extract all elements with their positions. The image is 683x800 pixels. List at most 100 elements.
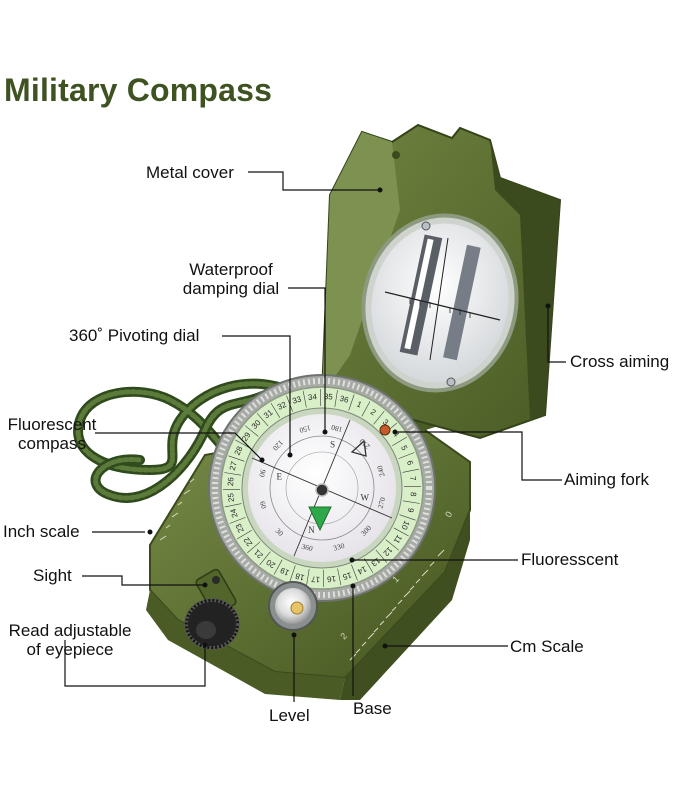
dial-cardinal-n: N — [308, 525, 315, 535]
dial-outer-tick — [402, 500, 420, 504]
dial-inner-number: 60 — [258, 500, 269, 510]
dial-inner-number: 240 — [375, 464, 387, 478]
eyepiece — [184, 598, 240, 650]
aiming-fork-screw — [379, 424, 391, 436]
dial-outer-tick — [385, 539, 400, 551]
dial-outer-number: 18 — [294, 571, 305, 582]
dial-outer-tick — [236, 529, 252, 540]
dial-outer-tick — [399, 514, 416, 521]
label-eyepiece-line1: Read adjustable — [8, 621, 132, 640]
dial-outer-tick — [351, 564, 358, 581]
dial-outer-tick — [348, 394, 355, 411]
dial-outer-number: 5 — [399, 444, 409, 452]
dial-outer-number: 34 — [308, 392, 318, 402]
dial-outer-number: 24 — [228, 507, 239, 519]
dial-inner-number: 30 — [274, 526, 286, 538]
dial-outer-tick — [392, 436, 408, 447]
dial-outer-tick — [306, 568, 310, 586]
label-fluorescent-compass-line2: compass — [17, 434, 87, 453]
dial-outer-tick — [302, 390, 307, 408]
leader-lines — [64, 171, 566, 702]
dial-outer-tick — [289, 565, 296, 582]
label-eyepiece: Read adjustable of eyepiece — [0, 621, 140, 659]
dial-outer-tick — [228, 455, 245, 462]
dial-inner-number: 270 — [376, 496, 388, 509]
label-waterproof-line1: Waterproof — [189, 260, 273, 279]
aiming-triangle — [350, 439, 367, 457]
dial-outer-number: 23 — [234, 522, 246, 534]
dial-outer-number: 3 — [381, 417, 391, 427]
dial-outer-tick — [244, 425, 259, 437]
label-waterproof-damping-dial: Waterproof damping dial — [174, 260, 288, 298]
lanyard-cord — [73, 378, 305, 503]
dial-cardinal-w: W — [360, 493, 369, 503]
label-metal-cover: Metal cover — [146, 163, 234, 182]
dial-outer-tick — [259, 551, 271, 566]
dial-outer-number: 35 — [324, 392, 334, 402]
dial-outer-number: 6 — [405, 459, 415, 466]
level-bubble — [268, 581, 318, 631]
dial-outer-number: 14 — [356, 564, 368, 576]
dial-outer-tick — [256, 413, 269, 427]
cross-aiming-window — [361, 213, 519, 393]
label-cross-aiming: Cross aiming — [570, 352, 670, 371]
dial-outer-tick — [363, 558, 374, 574]
dial-outer-number: 16 — [326, 574, 336, 584]
label-level: Level — [269, 706, 310, 725]
label-eyepiece-line2: of eyepiece — [26, 640, 114, 659]
dial-outer-number: 26 — [226, 476, 236, 486]
needle-pivot — [315, 483, 329, 497]
label-waterproof-line2: damping dial — [182, 279, 280, 298]
dial-outer-tick — [337, 568, 342, 586]
dial-outer-tick — [402, 468, 420, 473]
fluorescent-triangle — [308, 506, 332, 532]
label-inch-scale: Inch scale — [3, 522, 80, 541]
dial-outer-number: 2 — [369, 407, 378, 417]
dial-outer-tick — [361, 401, 371, 417]
dial-inner-number: 360 — [301, 542, 314, 554]
diagram-title: Military Compass — [4, 72, 273, 108]
dial-outer-tick — [334, 390, 338, 408]
dial-inner-number: 150 — [298, 423, 312, 435]
dial-outer-tick — [393, 527, 409, 537]
label-fluorescent-compass-line1: Fluorescent — [7, 415, 97, 434]
dial-outer-number: 8 — [409, 492, 418, 498]
dial-outer-tick — [224, 503, 242, 508]
cm-scale — [349, 549, 445, 661]
label-pivoting-dial: 360˚ Pivoting dial — [69, 326, 200, 345]
label-aiming-fork: Aiming fork — [564, 470, 650, 489]
label-sight: Sight — [33, 566, 72, 585]
dial-outer-tick — [398, 452, 415, 459]
leader-dots — [147, 187, 551, 649]
inch-scale — [159, 478, 195, 541]
dial-outer-number: 28 — [233, 444, 245, 456]
dial-outer-tick — [229, 517, 246, 524]
dial-inner-number: 330 — [332, 541, 346, 553]
dial-outer-tick — [270, 402, 281, 418]
dial-outer-number: 33 — [291, 394, 303, 405]
dial-outer-number: 36 — [339, 394, 350, 405]
dial-outer-number: 19 — [278, 565, 290, 577]
dial-outer-tick — [247, 541, 261, 554]
dial-outer-number: 1 — [355, 400, 363, 410]
dial-cardinal-s: S — [330, 439, 335, 449]
label-cm-scale: Cm Scale — [510, 637, 584, 656]
dial-outer-tick — [273, 559, 283, 575]
dial-outer-number: 27 — [228, 460, 239, 471]
cm-mark-1: 1 — [390, 574, 401, 585]
dial-outer-number: 7 — [408, 476, 417, 482]
dial-outer-number: 9 — [406, 507, 416, 514]
dial-cardinal-e: E — [277, 471, 283, 481]
label-base: Base — [353, 699, 392, 718]
label-fluorescent-ring: Fluoresscent — [521, 550, 619, 569]
dial-outer-number: 32 — [276, 400, 288, 412]
dial-outer-tick — [235, 439, 251, 449]
dial-outer-number: 15 — [341, 570, 353, 581]
label-fluorescent-compass: Fluorescent compass — [0, 415, 104, 453]
dial-outer-number: 10 — [399, 519, 411, 531]
dial-outer-tick — [373, 410, 385, 425]
dial-outer-number: 4 — [391, 430, 401, 439]
dial-inner-number: 180 — [330, 423, 343, 435]
dial-outer-tick — [224, 472, 242, 476]
dial-outer-number: 17 — [310, 574, 320, 584]
